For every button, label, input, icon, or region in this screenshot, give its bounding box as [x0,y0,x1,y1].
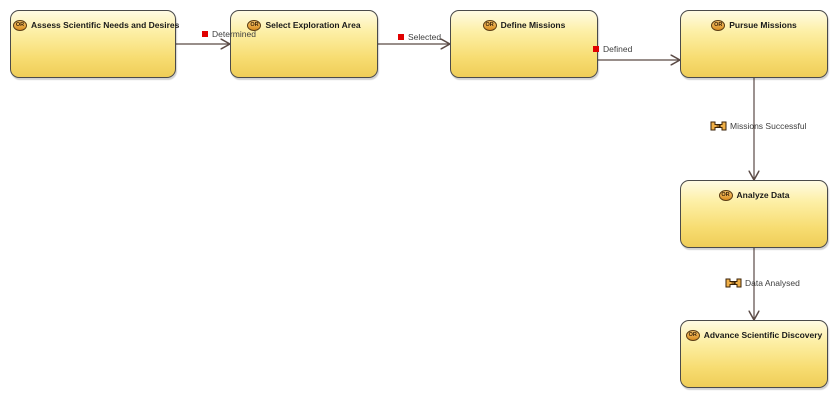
node-label: Select Exploration Area [265,20,361,30]
condition-marker-icon [593,46,599,52]
node-pursue-missions[interactable]: OR Pursue Missions [680,10,828,78]
node-label: Analyze Data [736,190,790,200]
or-badge-icon: OR [482,19,497,31]
node-assess-scientific-needs[interactable]: OR Assess Scientific Needs and Desires [10,10,180,78]
event-gate-icon [725,278,742,288]
node-define-missions[interactable]: OR Define Missions [450,10,598,78]
transition-text: Data Analysed [745,278,800,288]
condition-marker-icon [202,31,208,37]
node-advance-scientific-discovery[interactable]: OR Advance Scientific Discovery [680,320,828,388]
node-label: Define Missions [500,20,566,30]
or-badge-icon: OR [13,19,27,31]
transition-text: Defined [603,44,633,54]
condition-marker-icon [398,34,404,40]
transition-label-data-analysed[interactable]: Data Analysed [725,278,800,288]
transition-text: Determined [212,29,256,39]
event-gate-icon [710,121,727,131]
or-badge-icon: OR [711,19,726,31]
or-badge-icon: OR [685,329,700,341]
transition-label-missions-successful[interactable]: Missions Successful [710,121,807,131]
transition-text: Missions Successful [730,121,807,131]
node-analyze-data[interactable]: OR Analyze Data [680,180,828,248]
or-badge-icon: OR [718,189,733,201]
transition-text: Selected [408,32,442,42]
transition-label-defined[interactable]: Defined [593,44,632,54]
node-label: Pursue Missions [729,20,797,30]
node-select-exploration-area[interactable]: OR Select Exploration Area [230,10,378,78]
transition-label-determined[interactable]: Determined [202,29,256,39]
transition-label-selected[interactable]: Selected [398,32,441,42]
node-label: Assess Scientific Needs and Desires [31,20,180,30]
or-badge-icon: OR [247,19,262,31]
node-label: Advance Scientific Discovery [703,330,823,340]
